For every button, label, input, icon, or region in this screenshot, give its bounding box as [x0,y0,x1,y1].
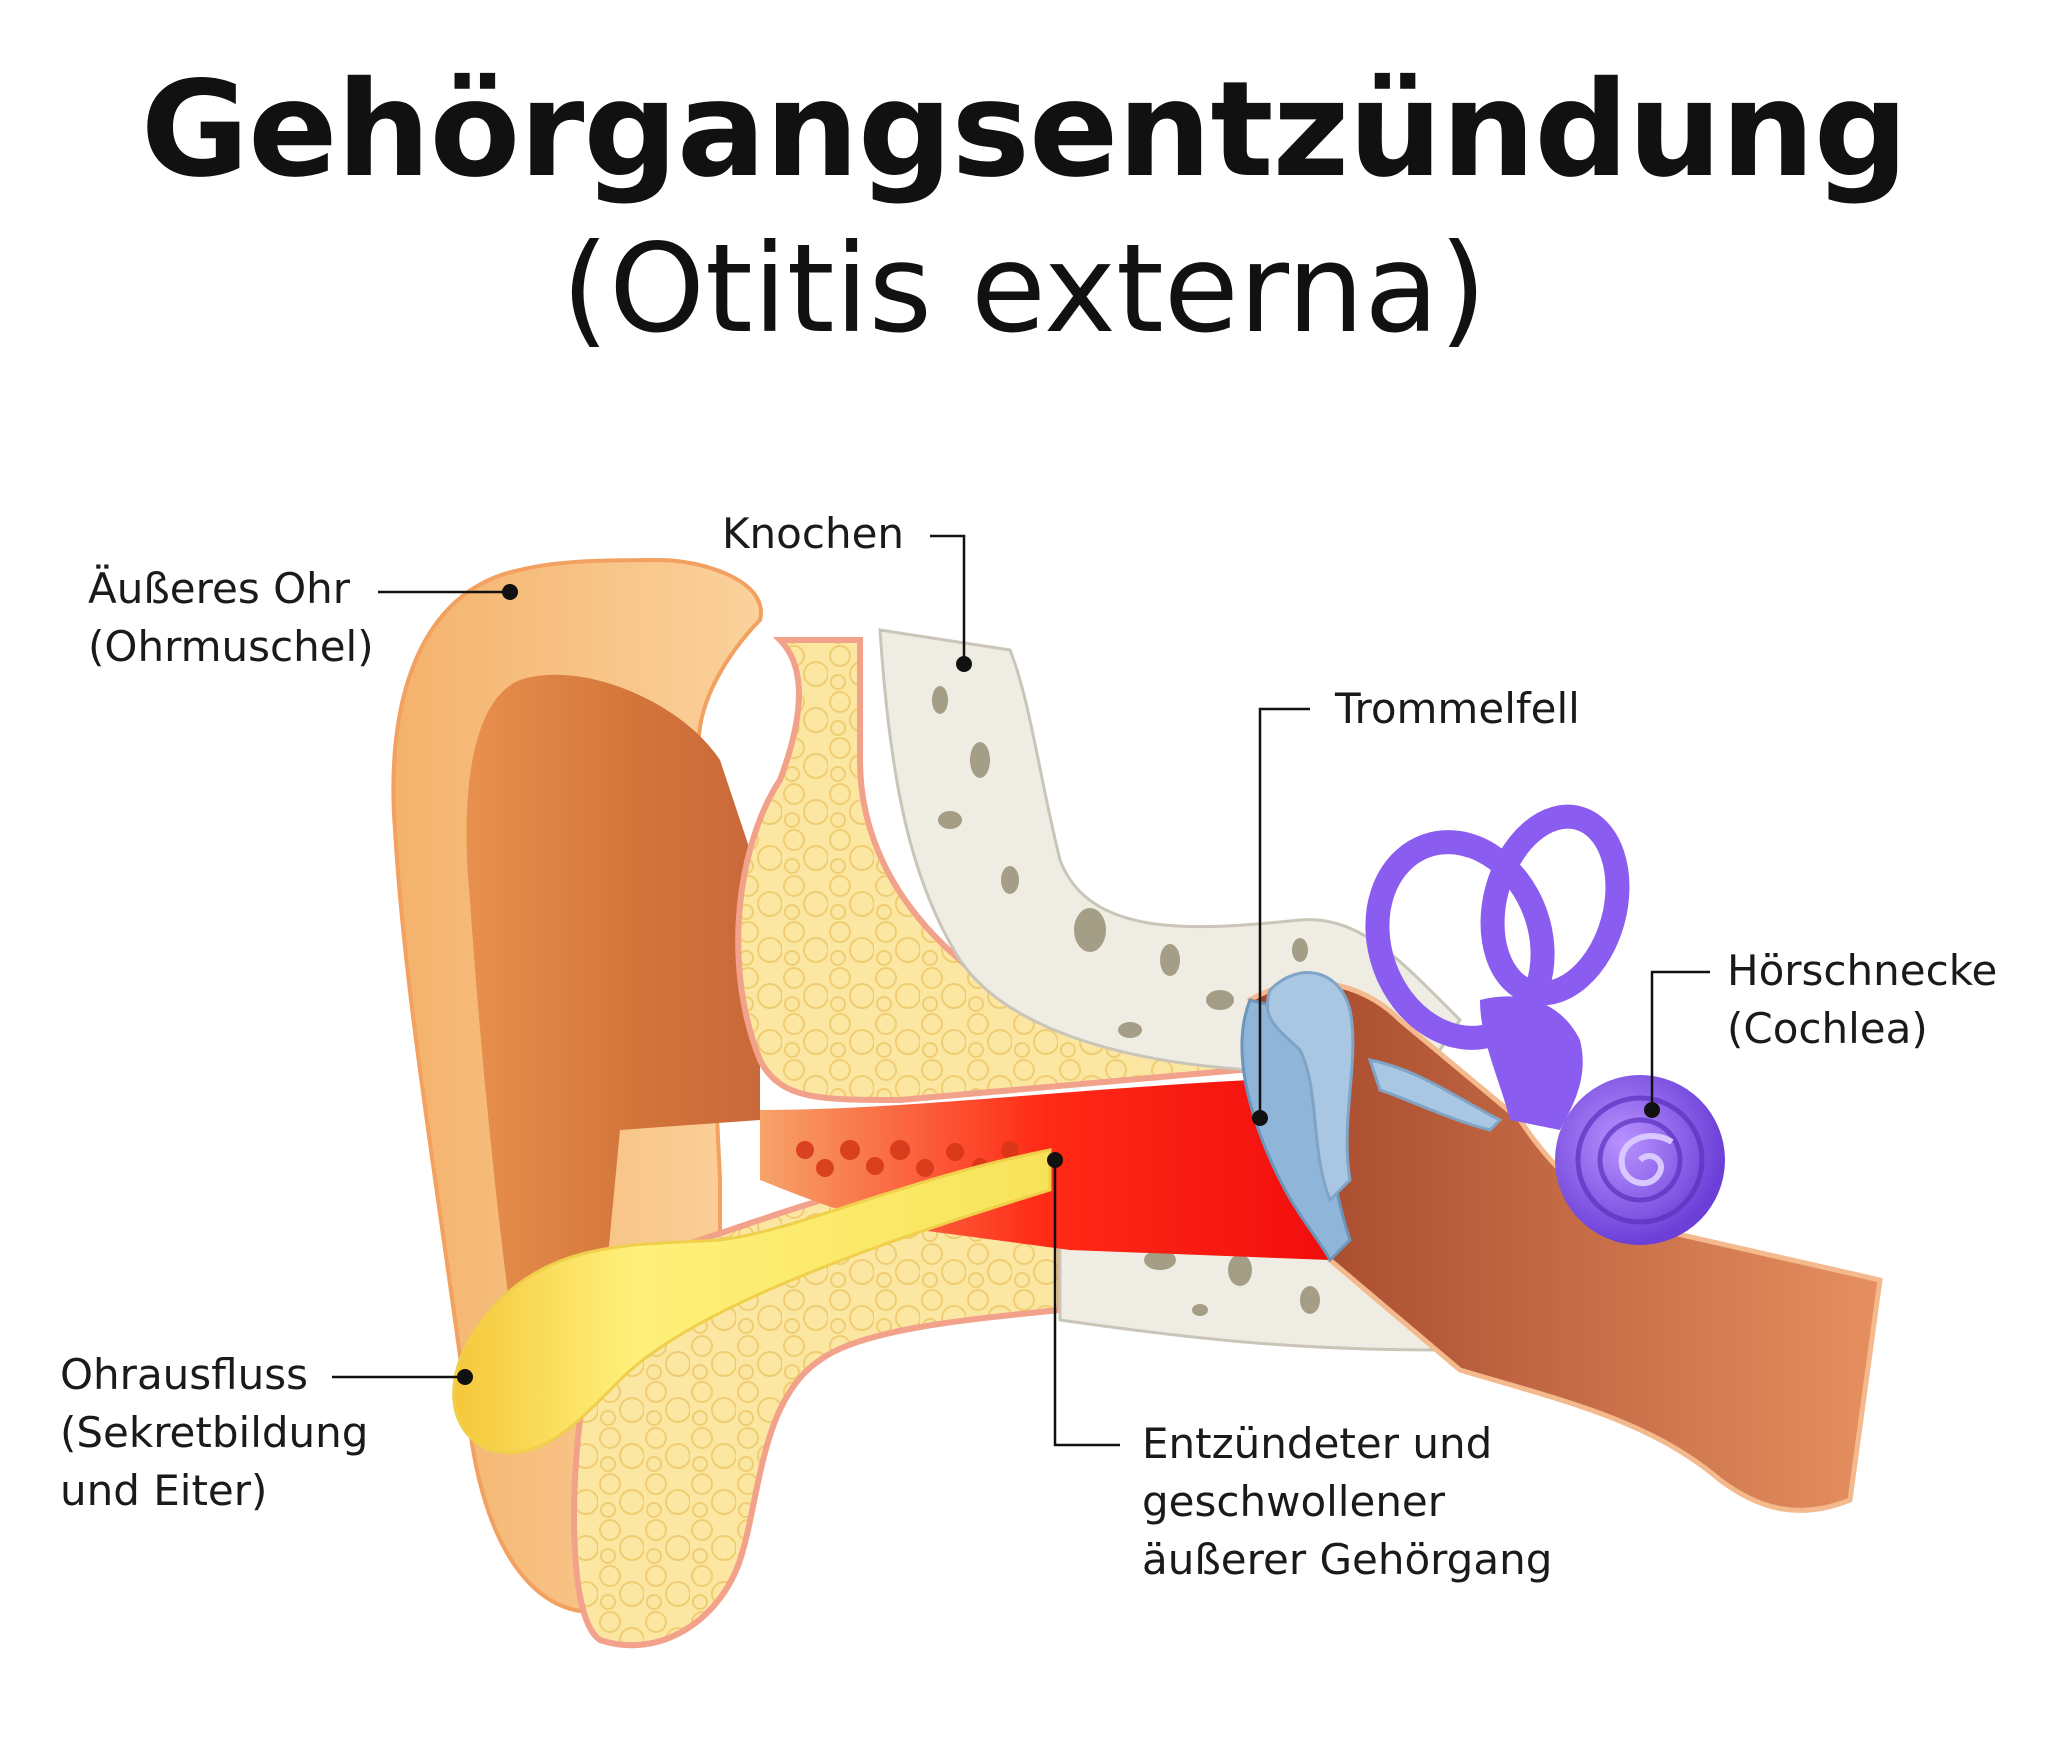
cochlea-spiral [1555,1075,1725,1245]
label-cochlea-line2: (Cochlea) [1727,1004,1928,1053]
leader-lines [332,534,1710,1447]
vestibule [1480,996,1583,1130]
label-canal-line1: Entzündeter und [1142,1419,1493,1468]
upper-bone [878,628,1462,1082]
label-cochlea: Hörschnecke (Cochlea) [1727,942,1997,1058]
label-canal-line3: äußerer Gehörgang [1142,1535,1553,1584]
upper-fat-tissue [735,637,1243,1104]
label-inflamed-canal: Entzündeter und geschwollener äußerer Ge… [1142,1415,1552,1589]
label-cochlea-line1: Hörschnecke [1727,946,1998,995]
label-bone: Knochen [722,509,905,558]
ossicles [1265,971,1503,1203]
bone-pores [932,686,1320,1316]
label-discharge-line3: und Eiter) [60,1466,268,1515]
middle-ear-cavity [1247,980,1883,1513]
label-canal-line2: geschwollener [1142,1477,1446,1526]
page-subtitle: (Otitis externa) [561,218,1487,360]
label-outer-ear-line2: (Ohrmuschel) [88,622,374,671]
label-discharge-line2: (Sekretbildung [60,1408,369,1457]
page-title: Gehörgangsentzündung [140,53,1909,207]
label-discharge-line1: Ohrausfluss [60,1350,309,1399]
concha [466,674,760,1380]
label-discharge: Ohrausfluss (Sekretbildung und Eiter) [60,1346,368,1520]
label-outer-ear: Äußeres Ohr (Ohrmuschel) [88,560,374,676]
label-eardrum: Trommelfell [1335,684,1580,733]
ear-discharge [452,1148,1052,1455]
leader-dots [457,584,1660,1385]
label-outer-ear-line1: Äußeres Ohr [88,564,351,613]
